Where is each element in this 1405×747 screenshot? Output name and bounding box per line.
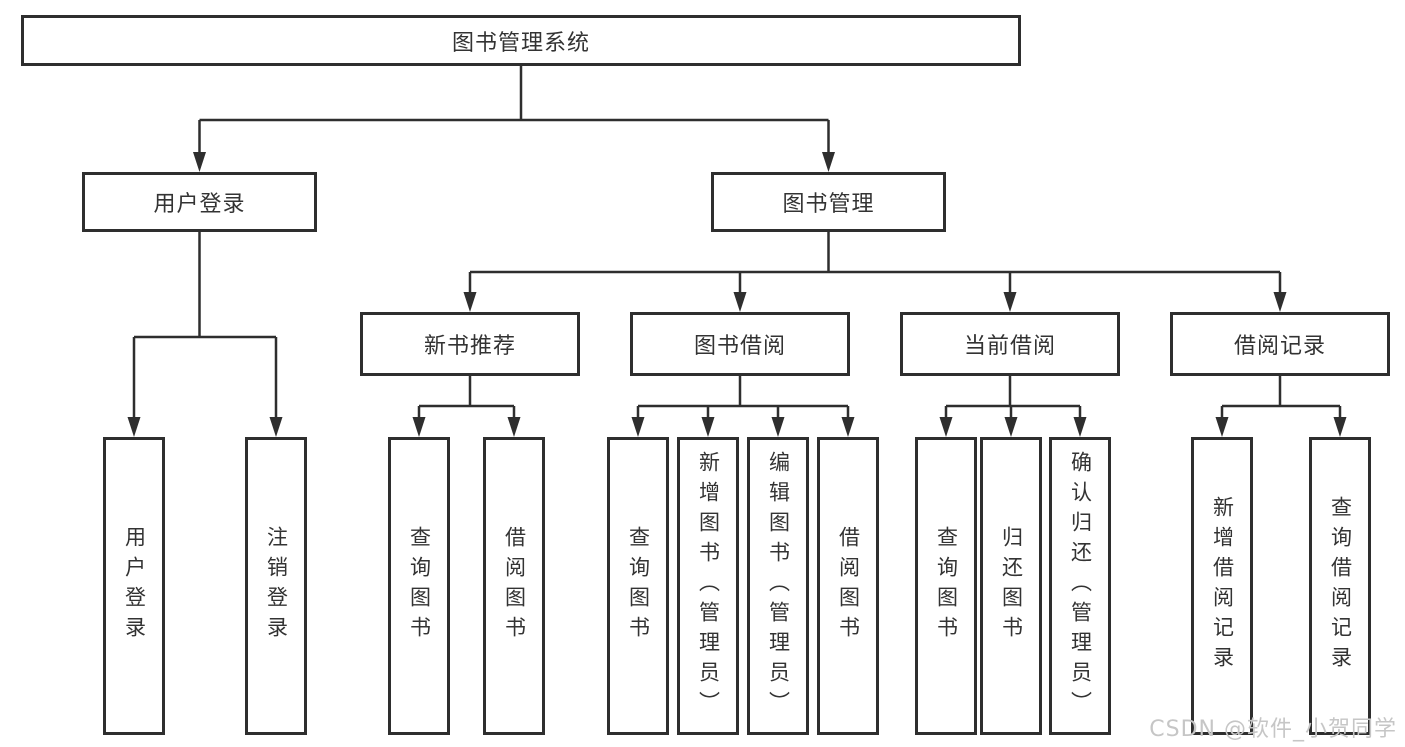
leaf-query-borrowing-record: 查询借阅记录 xyxy=(1309,437,1371,735)
node-borrowing-records: 借阅记录 xyxy=(1170,312,1390,376)
leaf-confirm-return-admin: 确认归还（管理员） xyxy=(1049,437,1111,735)
node-book-borrowing: 图书借阅 xyxy=(630,312,850,376)
leaf-user-login: 用户登录 xyxy=(103,437,165,735)
leaf-logout: 注销登录 xyxy=(245,437,307,735)
leaf-add-borrowing-record: 新增借阅记录 xyxy=(1191,437,1253,735)
node-book-management: 图书管理 xyxy=(711,172,946,232)
node-library-management-system: 图书管理系统 xyxy=(21,15,1021,66)
node-current-borrowing: 当前借阅 xyxy=(900,312,1120,376)
csdn-watermark: CSDN @软件_小贺同学 xyxy=(1149,717,1397,742)
arrowheads xyxy=(127,152,1347,437)
leaf-query-books-current: 查询图书 xyxy=(915,437,977,735)
node-user-login: 用户登录 xyxy=(82,172,317,232)
leaf-return-books: 归还图书 xyxy=(980,437,1042,735)
leaf-query-books-recommendation: 查询图书 xyxy=(388,437,450,735)
node-new-book-recommendation: 新书推荐 xyxy=(360,312,580,376)
leaf-borrow-books-borrowing: 借阅图书 xyxy=(817,437,879,735)
connector-paths xyxy=(132,66,1342,421)
leaf-query-books-borrowing: 查询图书 xyxy=(607,437,669,735)
leaf-edit-books-admin: 编辑图书（管理员） xyxy=(747,437,809,735)
leaf-add-books-admin: 新增图书（管理员） xyxy=(677,437,739,735)
leaf-borrow-books-recommendation: 借阅图书 xyxy=(483,437,545,735)
